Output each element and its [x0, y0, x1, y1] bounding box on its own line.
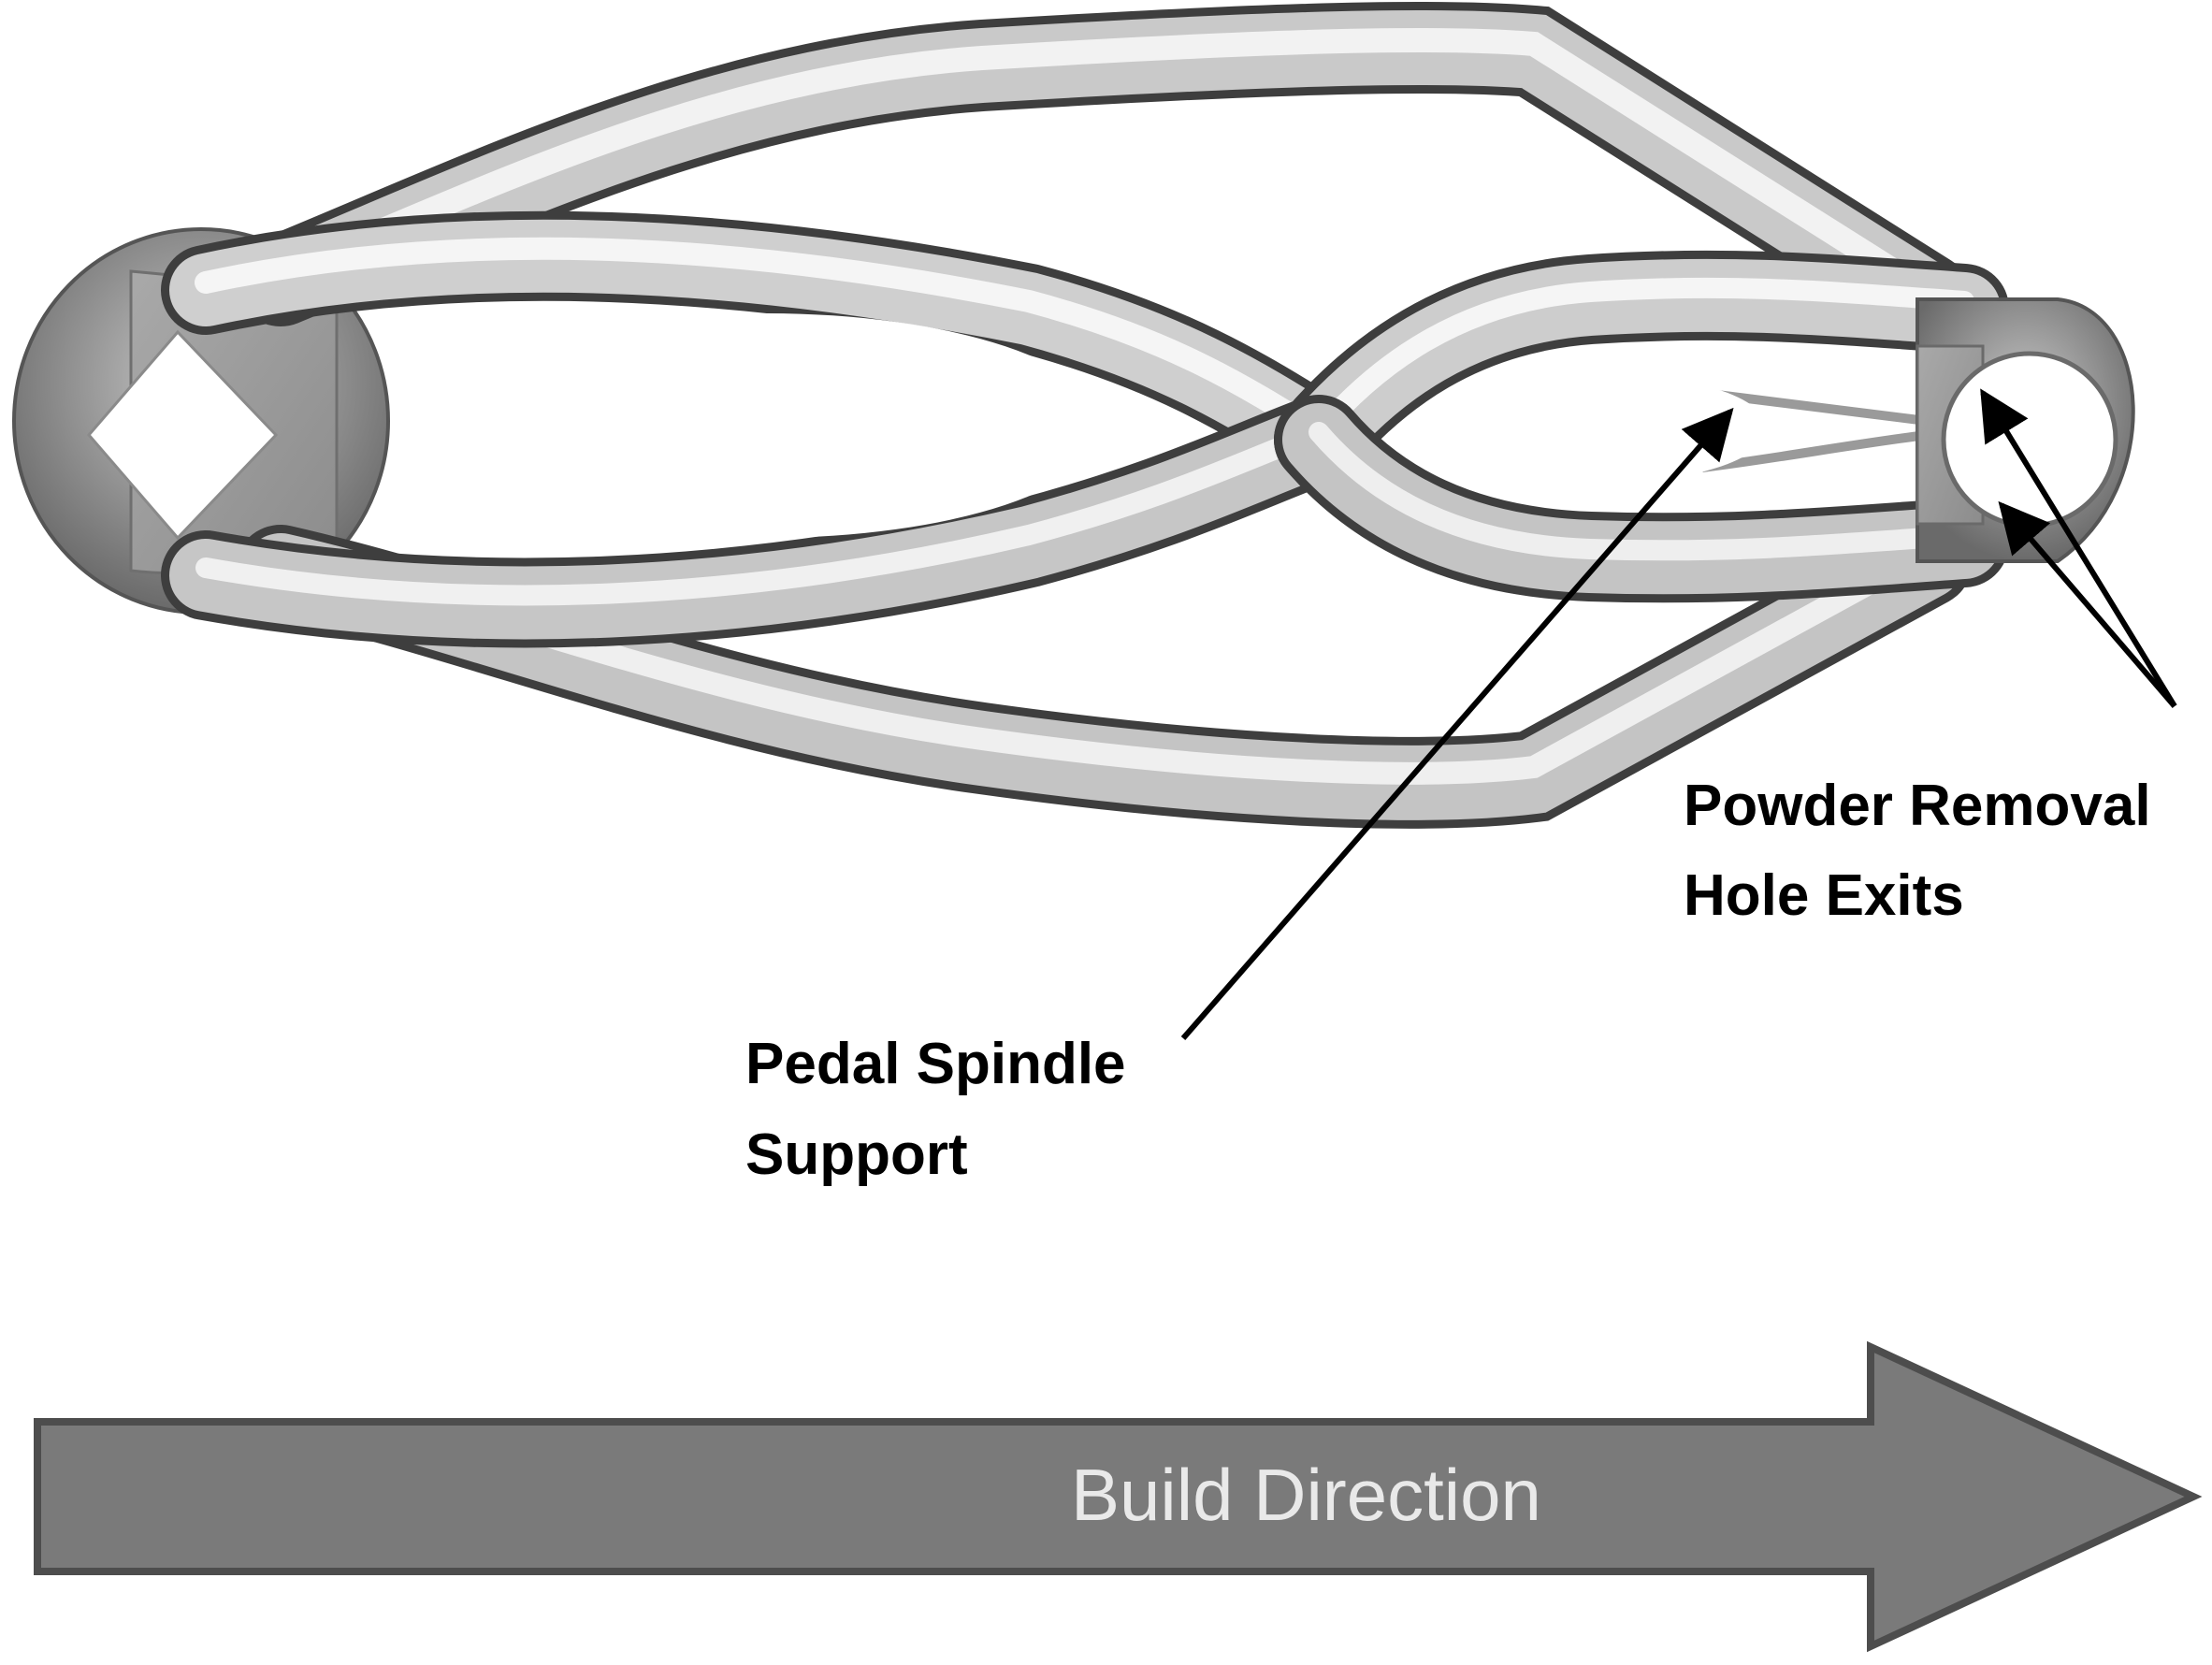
pedal-spindle-label-line2: Support [745, 1122, 968, 1187]
crank-arm [12, 1, 2135, 829]
build-direction-arrow-shape [34, 1340, 2203, 1653]
powder-removal-label-line2: Hole Exits [1684, 863, 1964, 928]
pedal-spindle-label: Pedal Spindle Support [745, 1032, 1126, 1187]
pedal-spindle-leader [1180, 407, 1734, 1040]
build-direction-arrow: Build Direction [34, 1340, 2203, 1653]
pedal-spindle-label-line1: Pedal Spindle [745, 1032, 1126, 1096]
left-opening [430, 313, 1104, 538]
powder-removal-label-line1: Powder Removal [1684, 774, 2151, 838]
internal-channel-2 [1701, 430, 1928, 472]
powder-removal-leader-lower [1998, 500, 2177, 708]
pedal-eye-hole-icon [1941, 351, 2118, 528]
left-boss [12, 227, 390, 615]
leader-lines [1180, 388, 2177, 1040]
powder-removal-leader-upper [1980, 388, 2177, 708]
build-direction-label: Build Direction [1071, 1454, 1541, 1536]
right-boss [1916, 297, 2135, 563]
powder-removal-label: Powder Removal Hole Exits [1684, 774, 2151, 928]
square-bore-icon [87, 329, 279, 541]
right-opening [1412, 372, 1768, 485]
